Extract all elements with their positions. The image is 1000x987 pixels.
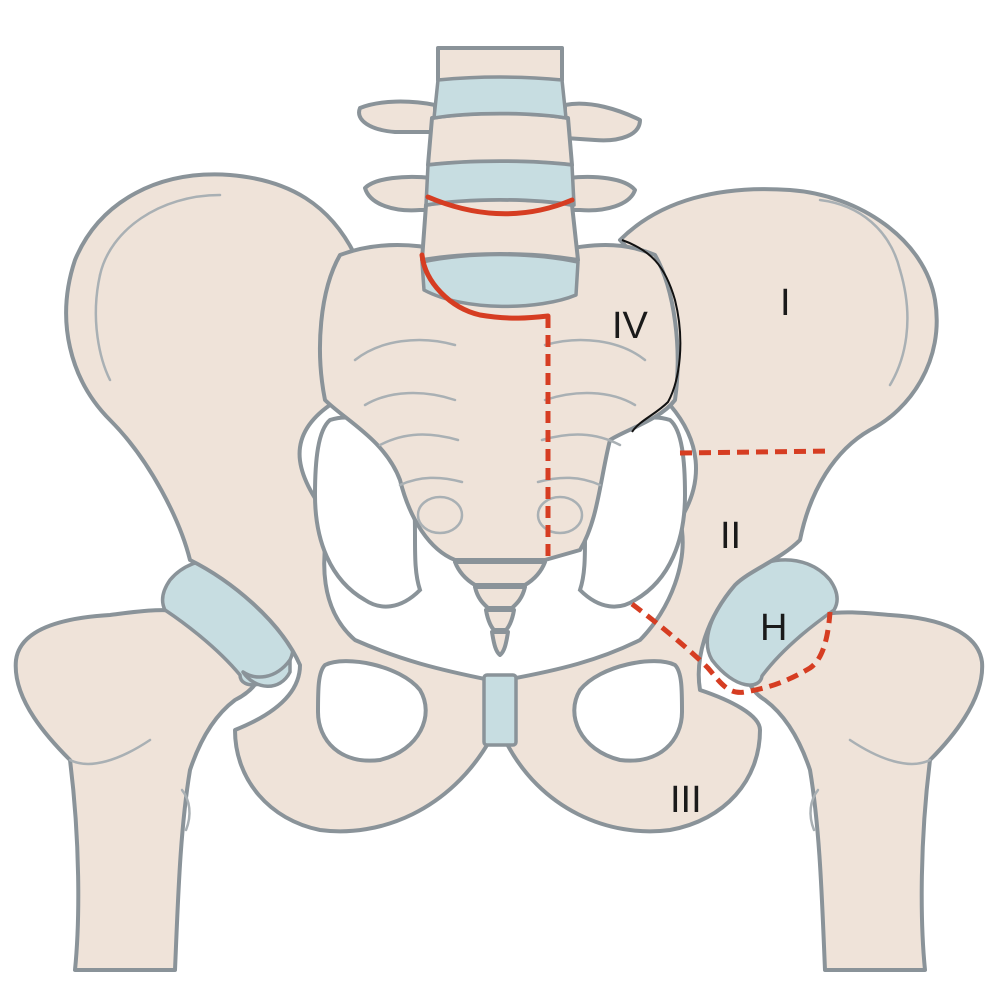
region-i-label: I	[780, 282, 791, 324]
disc-2	[424, 159, 576, 207]
pubic-symphysis	[482, 673, 518, 747]
region-iii-label: III	[670, 779, 702, 821]
region-ii-label: II	[720, 515, 741, 557]
l5-upper-resection-line	[425, 194, 575, 217]
periacetabular-resection-line	[630, 602, 833, 695]
l5-s1-resection-line	[419, 252, 551, 321]
left-femur	[13, 608, 266, 972]
region-iv-label: IV	[612, 305, 649, 347]
right-femur	[743, 610, 985, 972]
coccyx	[453, 560, 547, 657]
disc-1	[432, 75, 568, 120]
right-obturator-foramen	[572, 659, 685, 763]
disc-3	[420, 252, 580, 309]
lumbar-spine	[357, 46, 642, 309]
sacrum	[318, 243, 680, 562]
zone-i-ii-resection-line	[679, 448, 831, 456]
left-obturator-foramen	[315, 659, 428, 763]
region-h-label: H	[760, 607, 787, 649]
left-femoral-neck-cartilage	[241, 658, 292, 688]
zone-iv-boundary	[621, 239, 682, 433]
